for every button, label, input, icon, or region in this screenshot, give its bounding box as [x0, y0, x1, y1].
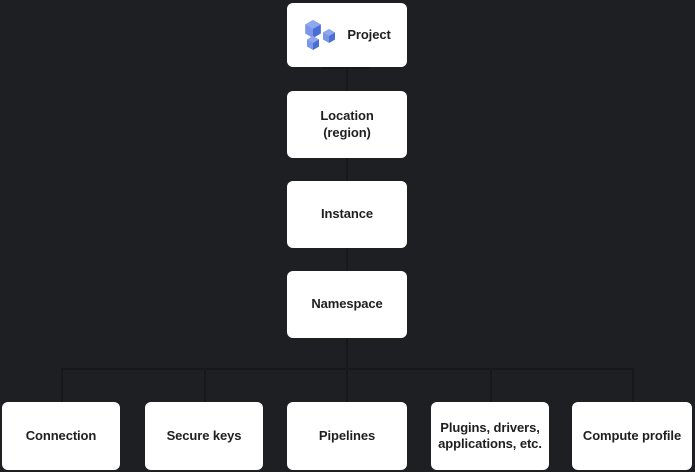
- node-namespace-label: Namespace: [311, 296, 383, 312]
- node-namespace[interactable]: Namespace: [287, 271, 407, 338]
- connector-bus-plugins: [490, 368, 492, 402]
- node-plugins-label: Plugins, drivers, applications, etc.: [438, 419, 542, 451]
- node-plugins[interactable]: Plugins, drivers, applications, etc.: [431, 402, 549, 470]
- connector-bus-compute-profile: [632, 368, 634, 402]
- node-pipelines[interactable]: Pipelines: [287, 402, 407, 470]
- node-compute-profile-label: Compute profile: [582, 427, 682, 443]
- connector-bus-pipelines: [346, 368, 348, 402]
- node-compute-profile[interactable]: Compute profile: [572, 402, 692, 470]
- connector-instance-namespace: [346, 248, 348, 271]
- node-location[interactable]: Location (region): [287, 91, 407, 158]
- node-location-label: Location (region): [320, 108, 374, 140]
- connector-project-location: [346, 67, 348, 91]
- node-connection-label: Connection: [25, 427, 97, 443]
- connector-location-instance: [346, 158, 348, 181]
- node-secure-keys-label: Secure keys: [166, 427, 242, 443]
- connector-bus-connection: [61, 368, 63, 402]
- connector-namespace-down: [346, 338, 348, 369]
- node-connection[interactable]: Connection: [2, 402, 120, 470]
- node-instance[interactable]: Instance: [287, 181, 407, 248]
- node-instance-label: Instance: [321, 206, 373, 222]
- node-project-label: Project: [347, 26, 391, 42]
- connector-bus-secure-keys: [204, 368, 206, 402]
- node-project[interactable]: Project: [287, 3, 407, 67]
- node-pipelines-label: Pipelines: [318, 427, 376, 443]
- node-secure-keys[interactable]: Secure keys: [145, 402, 263, 470]
- connector-project-underline: [322, 67, 370, 69]
- project-hexagons-icon: [305, 20, 336, 50]
